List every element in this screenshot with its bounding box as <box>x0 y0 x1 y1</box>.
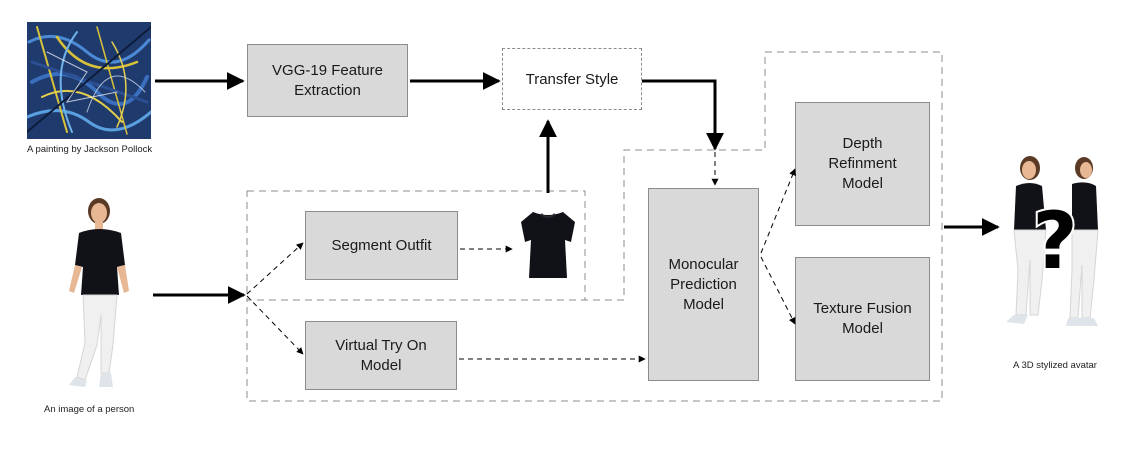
arrow-monocular-to-depth <box>760 168 796 254</box>
painting-caption: A painting by Jackson Pollock <box>27 144 153 155</box>
transfer-style-box: Transfer Style <box>502 48 642 110</box>
vgg19-feature-extraction-box: VGG-19 Feature Extraction <box>247 44 408 117</box>
monocular-prediction-box: Monocular Prediction Model <box>648 188 759 381</box>
pollock-painting-image <box>27 22 151 139</box>
arrow-split-to-segment <box>246 242 304 295</box>
person-image <box>69 198 129 387</box>
texture-fusion-box: Texture Fusion Model <box>795 257 930 381</box>
arrow-monocular-to-texture <box>760 256 796 325</box>
person-caption: An image of a person <box>44 404 135 415</box>
reconstruction-group-outline <box>246 51 943 402</box>
segment-outfit-box: Segment Outfit <box>305 211 458 280</box>
arrow-transfer-to-monocular <box>642 79 724 151</box>
avatar-caption: A 3D stylized avatar <box>1013 360 1097 371</box>
stylized-avatar-image: ? <box>1006 156 1099 326</box>
question-mark-glyph: ? <box>1032 197 1077 287</box>
virtual-try-on-box: Virtual Try On Model <box>305 321 457 390</box>
arrow-split-to-tryon <box>246 295 304 355</box>
segmented-shirt-image <box>521 212 575 278</box>
depth-refinement-box: Depth Refinment Model <box>795 102 930 226</box>
